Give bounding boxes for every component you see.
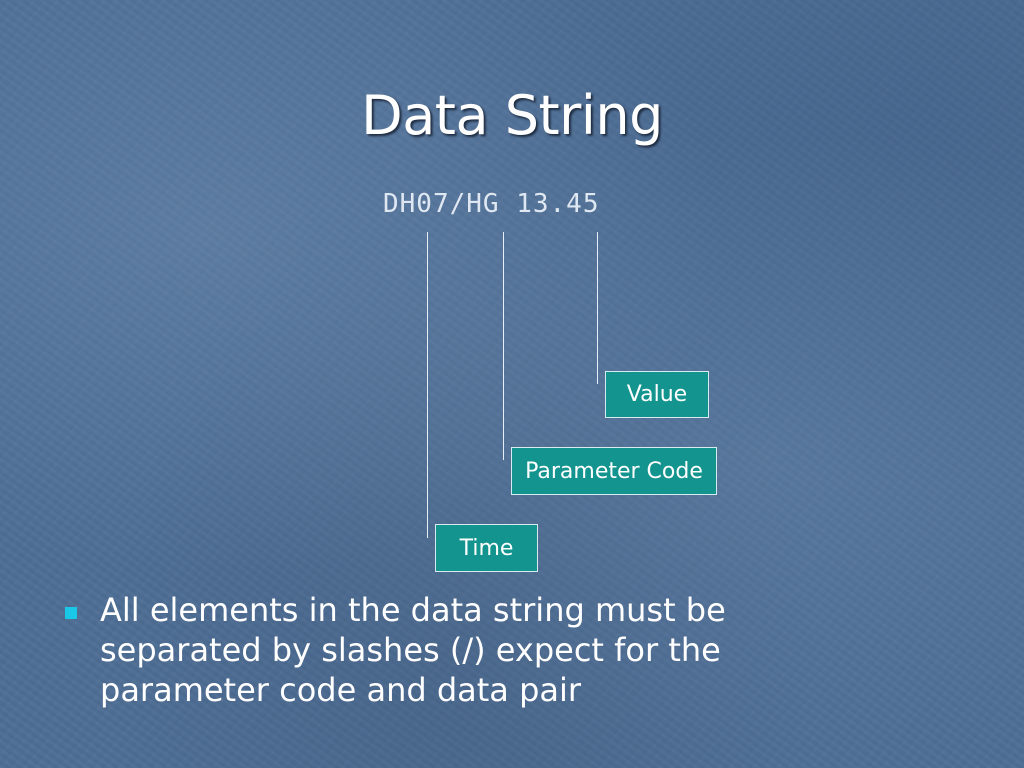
square-bullet-icon (65, 607, 77, 619)
connector-line-value (597, 232, 598, 384)
time-label: Time (459, 535, 514, 561)
data-string-example: DH07/HG 13.45 (383, 189, 600, 219)
bullet-text: All elements in the data string must be … (100, 591, 726, 709)
value-label-box: Value (605, 371, 709, 418)
parameter-code-label: Parameter Code (525, 458, 703, 484)
parameter-code-label-box: Parameter Code (511, 447, 717, 495)
time-label-box: Time (435, 524, 538, 572)
connector-line-time (427, 232, 428, 538)
connector-line-parameter-code (503, 232, 504, 460)
slide-title: Data String (361, 84, 663, 147)
value-label: Value (626, 382, 688, 407)
